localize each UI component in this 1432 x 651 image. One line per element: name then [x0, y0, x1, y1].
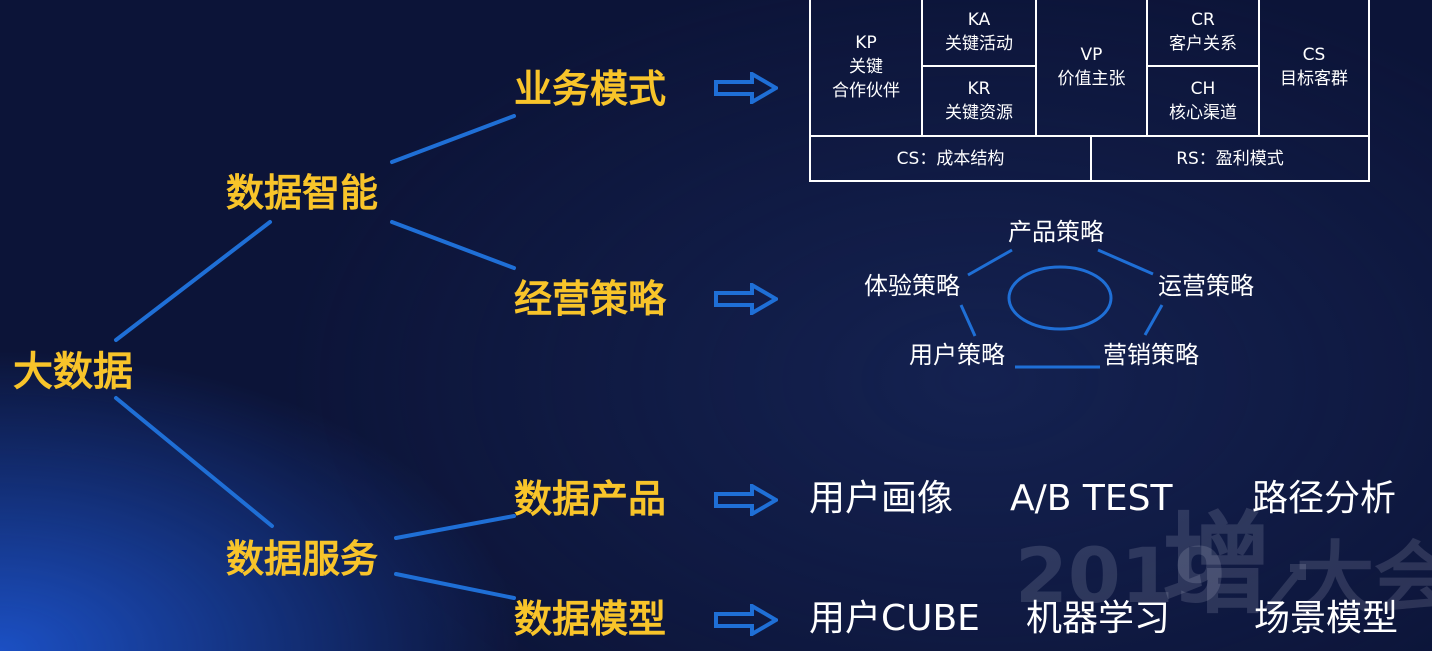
cs-code: CS — [1302, 45, 1326, 65]
vp-name: 价值主张 — [1057, 69, 1126, 89]
ring-edge-left-bottom — [959, 304, 977, 337]
strategy-center-ellipse — [1007, 265, 1113, 331]
cost-structure: CS：成本结构 — [896, 148, 1005, 169]
arrow-right-icon — [714, 72, 778, 104]
branch-data-intelligence: 数据智能 — [226, 171, 379, 215]
kp-code: KP — [855, 33, 877, 53]
model-user-cube: 用户CUBE — [809, 598, 980, 639]
kr-code: KR — [967, 79, 991, 99]
cr-name: 客户关系 — [1169, 34, 1237, 54]
canvas-cell-revenue: RS：盈利模式 — [1092, 137, 1368, 180]
ka-code: KA — [967, 10, 991, 30]
leaf-data-product: 数据产品 — [514, 477, 667, 521]
model-machine-learning: 机器学习 — [1026, 598, 1171, 639]
strategy-user: 用户策略 — [909, 341, 1005, 369]
ch-code: CH — [1190, 79, 1216, 99]
watermark-word2: 大会 — [1296, 534, 1432, 624]
ring-edge-right-bottom — [1143, 304, 1164, 336]
vp-code: VP — [1080, 45, 1103, 65]
root-node: 大数据 — [13, 349, 133, 395]
connector-intelligence-business — [390, 114, 516, 164]
ka-name: 关键活动 — [945, 34, 1013, 54]
connector-service-model — [394, 572, 516, 600]
leaf-data-model: 数据模型 — [514, 597, 667, 641]
product-path-analysis: 路径分析 — [1252, 478, 1397, 519]
canvas-cell-ka: KA 关键活动 — [923, 0, 1035, 65]
revenue-model: RS：盈利模式 — [1176, 148, 1284, 169]
arrow-right-icon — [714, 484, 778, 516]
product-ab-test: A/B TEST — [1010, 478, 1173, 519]
watermark-year: 2019 — [1015, 531, 1227, 620]
canvas-cell-kp: KP 关键 合作伙伴 — [811, 0, 921, 135]
leaf-operation-strategy: 经营策略 — [514, 277, 667, 321]
cs-name: 目标客群 — [1280, 69, 1348, 89]
leaf-business-model: 业务模式 — [514, 67, 667, 111]
kr-name: 关键资源 — [945, 103, 1013, 123]
watermark-growth-arrow-icon — [1264, 564, 1306, 613]
ch-name: 核心渠道 — [1169, 103, 1237, 123]
canvas-cell-ch: CH 核心渠道 — [1148, 67, 1258, 135]
cr-code: CR — [1191, 10, 1215, 30]
canvas-cell-cost: CS：成本结构 — [811, 137, 1090, 180]
connector-root-service — [114, 396, 274, 528]
canvas-cell-vp: VP 价值主张 — [1037, 0, 1146, 135]
strategy-experience: 体验策略 — [864, 272, 960, 300]
arrow-right-icon — [714, 604, 778, 636]
strategy-marketing: 营销策略 — [1103, 341, 1199, 369]
strategy-operation: 运营策略 — [1158, 272, 1254, 300]
strategy-product: 产品策略 — [1008, 218, 1104, 246]
branch-data-service: 数据服务 — [226, 537, 379, 581]
canvas-cell-cs: CS 目标客群 — [1260, 0, 1368, 135]
kp-line1: 关键 — [849, 57, 883, 77]
ring-edge-top-left — [967, 248, 1013, 277]
product-user-portrait: 用户画像 — [809, 478, 954, 519]
business-model-canvas: KP 关键 合作伙伴 KA 关键活动 KR 关键资源 VP 价值主张 CR 客户… — [809, 0, 1370, 182]
connector-intelligence-strategy — [390, 220, 516, 270]
arrow-right-icon — [714, 283, 778, 315]
model-scene-model: 场景模型 — [1254, 598, 1399, 639]
canvas-cell-kr: KR 关键资源 — [923, 67, 1035, 135]
ring-edge-top-right — [1097, 248, 1154, 276]
kp-line2: 合作伙伴 — [832, 81, 900, 101]
canvas-cell-cr: CR 客户关系 — [1148, 0, 1258, 65]
connector-service-product — [394, 514, 516, 540]
watermark-word1: 增 — [1162, 501, 1272, 629]
connector-root-intelligence — [114, 220, 272, 342]
